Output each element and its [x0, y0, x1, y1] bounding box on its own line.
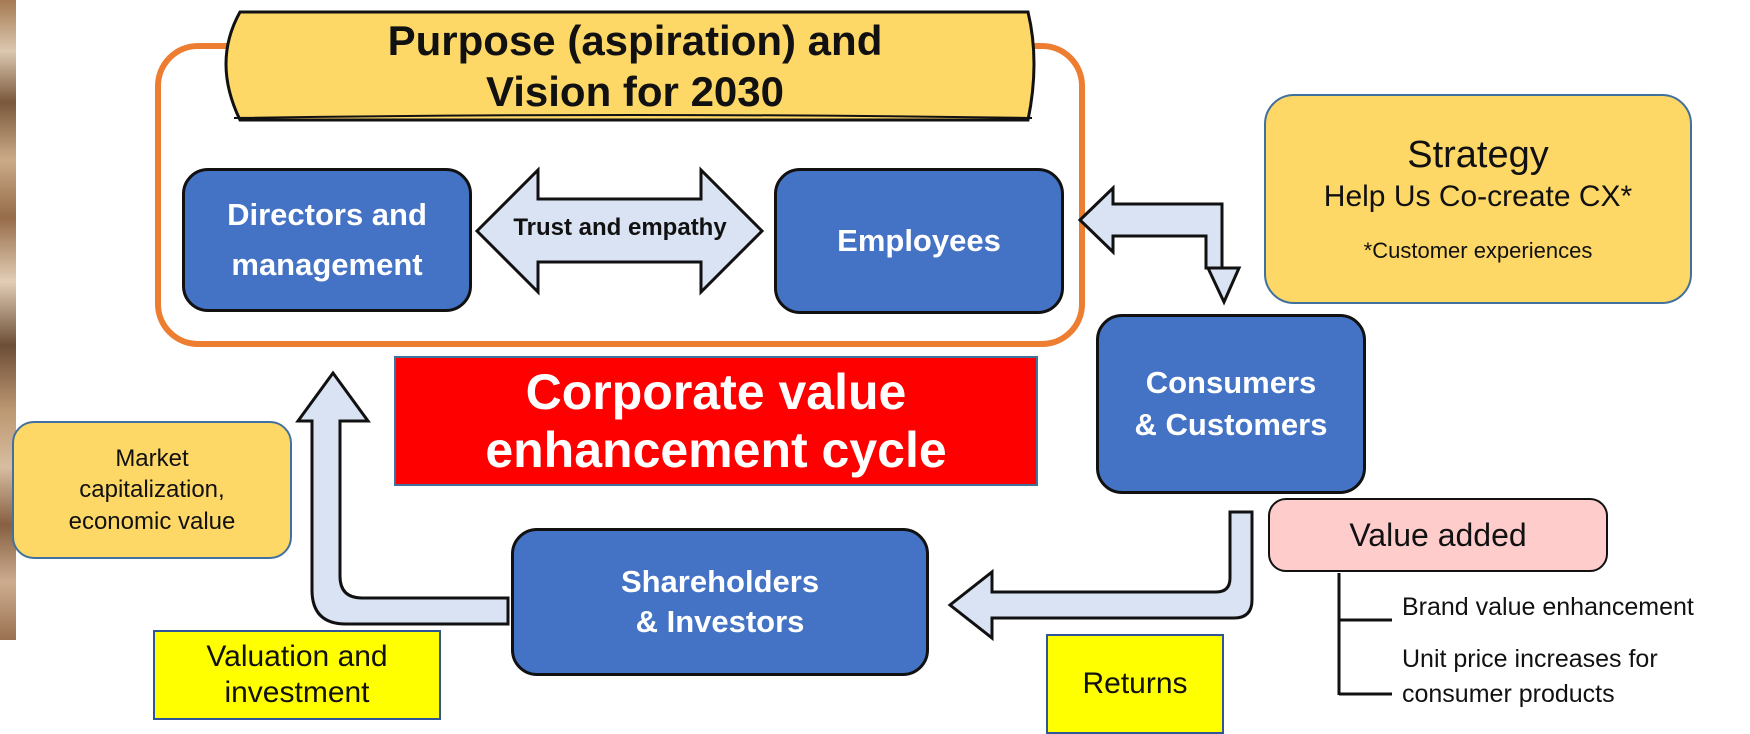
value-added-item-unit-price: Unit price increases for consumer produc…	[1402, 642, 1750, 711]
employees-label: Employees	[837, 223, 1001, 259]
cycle-title-line1: Corporate value	[525, 363, 907, 420]
strategy-footnote: *Customer experiences	[1363, 238, 1593, 264]
strategy-subtitle: Help Us Co-create CX*	[1323, 180, 1633, 214]
brand-value-label: Brand value enhancement	[1402, 593, 1694, 621]
value-added-title: Value added	[1349, 516, 1527, 553]
market-value-line2: capitalization,	[79, 476, 225, 504]
valuation-line1: Valuation and	[206, 640, 388, 673]
consumers-label-line1: Consumers	[1145, 365, 1317, 401]
market-value-box: Market capitalization, economic value	[12, 421, 292, 559]
unit-price-line1: Unit price increases for	[1402, 645, 1658, 673]
purpose-title-line1: Purpose (aspiration) and	[387, 17, 883, 64]
cycle-title-box: Corporate value enhancement cycle	[394, 356, 1038, 486]
cycle-title-line2: enhancement cycle	[485, 422, 947, 478]
valuation-line2: investment	[224, 676, 370, 709]
purpose-title-line2: Vision for 2030	[485, 68, 785, 116]
market-value-line1: Market	[115, 445, 189, 473]
purpose-title: Purpose (aspiration) and Vision for 2030	[250, 15, 1020, 117]
directors-label-line2: management	[231, 247, 423, 282]
purpose-banner-shape	[224, 10, 1036, 122]
trust-empathy-label: Trust and empathy	[513, 214, 727, 241]
consumers-label-line2: & Customers	[1134, 407, 1328, 442]
strategy-title: Strategy	[1407, 133, 1549, 176]
employees-node: Employees	[774, 168, 1064, 314]
returns-box: Returns	[1046, 634, 1224, 734]
directors-management-node: Directors and management	[182, 168, 472, 312]
valuation-investment-box: Valuation and investment	[153, 630, 441, 720]
market-value-line3: economic value	[68, 507, 236, 535]
unit-price-line2: consumer products	[1402, 679, 1615, 708]
shareholders-label-line1: Shareholders	[620, 563, 820, 599]
returns-flow-arrow	[947, 510, 1254, 642]
value-added-box: Value added	[1268, 498, 1608, 572]
customer-engagement-arrow	[1077, 184, 1242, 306]
trust-double-arrow	[474, 166, 765, 296]
shareholders-investors-node: Shareholders & Investors	[511, 528, 929, 676]
returns-label: Returns	[1082, 667, 1188, 700]
consumers-customers-node: Consumers & Customers	[1096, 314, 1366, 494]
shareholders-label-line2: & Investors	[635, 604, 805, 639]
directors-label-line1: Directors and	[227, 197, 427, 233]
valuation-flow-arrow	[295, 370, 510, 626]
strategy-box: Strategy Help Us Co-create CX* *Customer…	[1264, 94, 1692, 304]
value-added-item-brand: Brand value enhancement	[1402, 592, 1750, 622]
purpose-banner-lower-curl	[233, 114, 1033, 119]
